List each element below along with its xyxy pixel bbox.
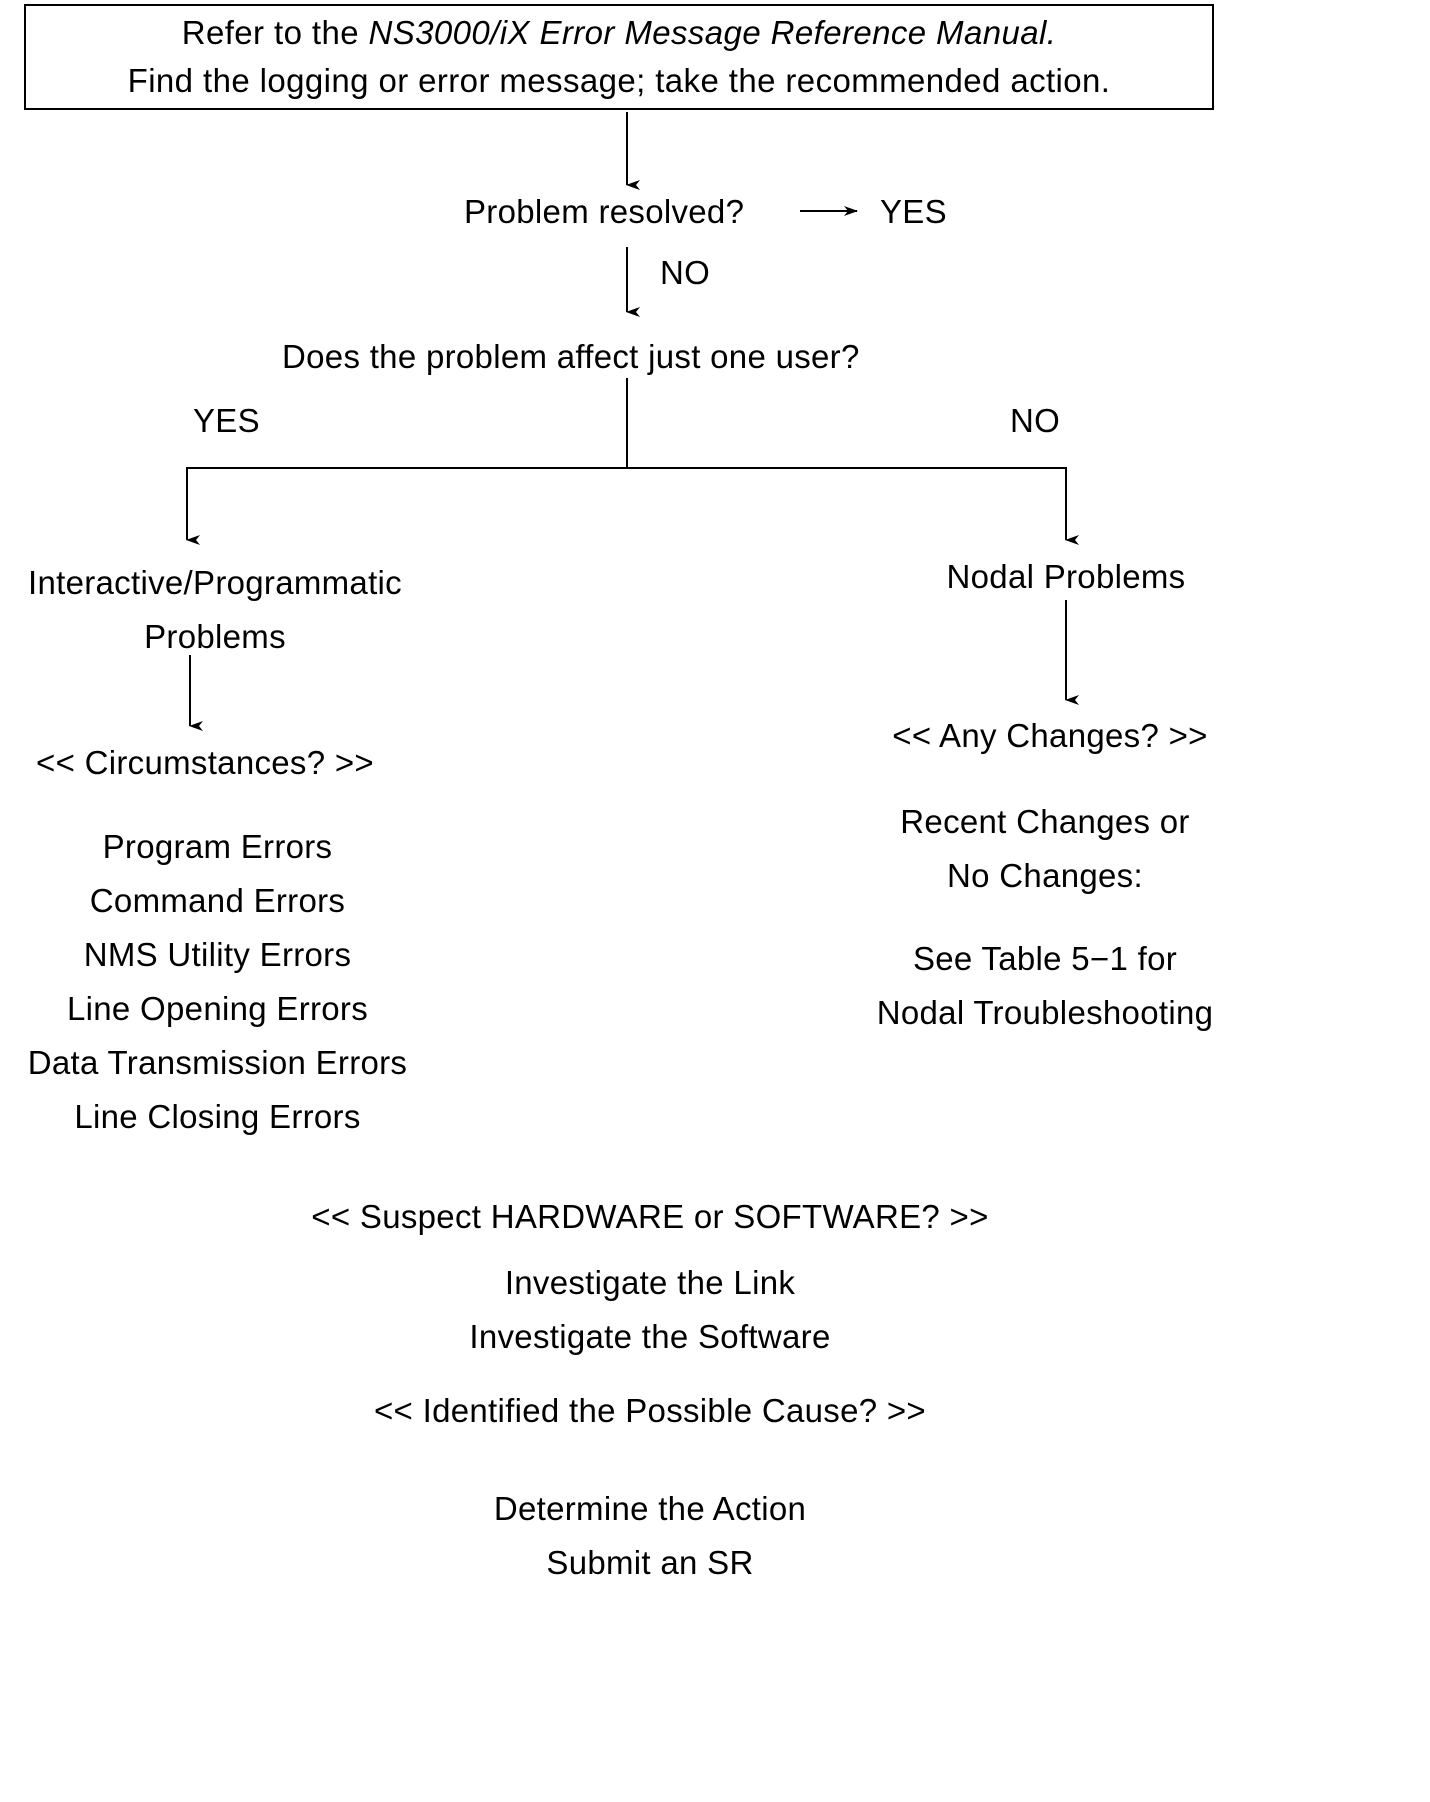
right-branch-changes-line2: No Changes: xyxy=(947,857,1143,894)
list-item: Command Errors xyxy=(89,882,346,919)
intro-line-1-manual-title: NS3000/iX Error Message Reference Manual… xyxy=(368,14,1057,51)
decision1-no-label: NO xyxy=(660,254,711,291)
footer-actions-investigate: Investigate the Link Investigate the Sof… xyxy=(200,1256,1100,1364)
decision2-no-label: NO xyxy=(1010,402,1061,439)
footer-action-investigate-link: Investigate the Link xyxy=(504,1264,796,1301)
footer-action-investigate-software: Investigate the Software xyxy=(469,1318,831,1355)
right-branch-gate-any-changes: << Any Changes? >> xyxy=(892,717,1208,754)
footer-gate-hardware-software: << Suspect HARDWARE or SOFTWARE? >> xyxy=(311,1198,989,1235)
intro-line-1: Refer to the NS3000/iX Error Message Ref… xyxy=(182,9,1057,57)
decision2-yes-label: YES xyxy=(193,402,260,439)
list-item: Line Closing Errors xyxy=(74,1098,361,1135)
intro-line-1-prefix: Refer to the xyxy=(181,14,369,51)
intro-box: Refer to the NS3000/iX Error Message Ref… xyxy=(24,4,1214,110)
footer-gate-identified-cause: << Identified the Possible Cause? >> xyxy=(373,1392,926,1429)
list-item: Data Transmission Errors xyxy=(27,1044,408,1081)
right-branch-changes: Recent Changes or No Changes: xyxy=(845,795,1245,903)
left-branch-heading-line1: Interactive/Programmatic xyxy=(28,564,402,601)
list-item: NMS Utility Errors xyxy=(83,936,352,973)
decision1-yes-label: YES xyxy=(880,193,947,230)
footer-action-determine-action: Determine the Action xyxy=(493,1490,807,1527)
decision2-question: Does the problem affect just one user? xyxy=(282,338,860,375)
list-item: Line Opening Errors xyxy=(66,990,369,1027)
right-branch-table-ref-line2: Nodal Troubleshooting xyxy=(876,994,1214,1031)
list-item: Program Errors xyxy=(102,828,333,865)
left-branch-heading-line2: Problems xyxy=(144,618,286,655)
intro-line-2: Find the logging or error message; take … xyxy=(127,62,1111,99)
decision1-question: Problem resolved? xyxy=(464,193,745,230)
footer-action-submit-sr: Submit an SR xyxy=(546,1544,754,1581)
left-branch-error-list: Program Errors Command Errors NMS Utilit… xyxy=(0,820,435,1144)
left-branch-gate-circumstances: << Circumstances? >> xyxy=(36,744,374,781)
right-branch-table-reference: See Table 5−1 for Nodal Troubleshooting xyxy=(845,932,1245,1040)
right-branch-changes-line1: Recent Changes or xyxy=(900,803,1190,840)
right-branch-table-ref-line1: See Table 5−1 for xyxy=(912,940,1178,977)
right-branch-heading: Nodal Problems xyxy=(946,558,1186,595)
left-branch-heading: Interactive/Programmatic Problems xyxy=(0,556,430,664)
footer-actions-determine: Determine the Action Submit an SR xyxy=(200,1482,1100,1590)
